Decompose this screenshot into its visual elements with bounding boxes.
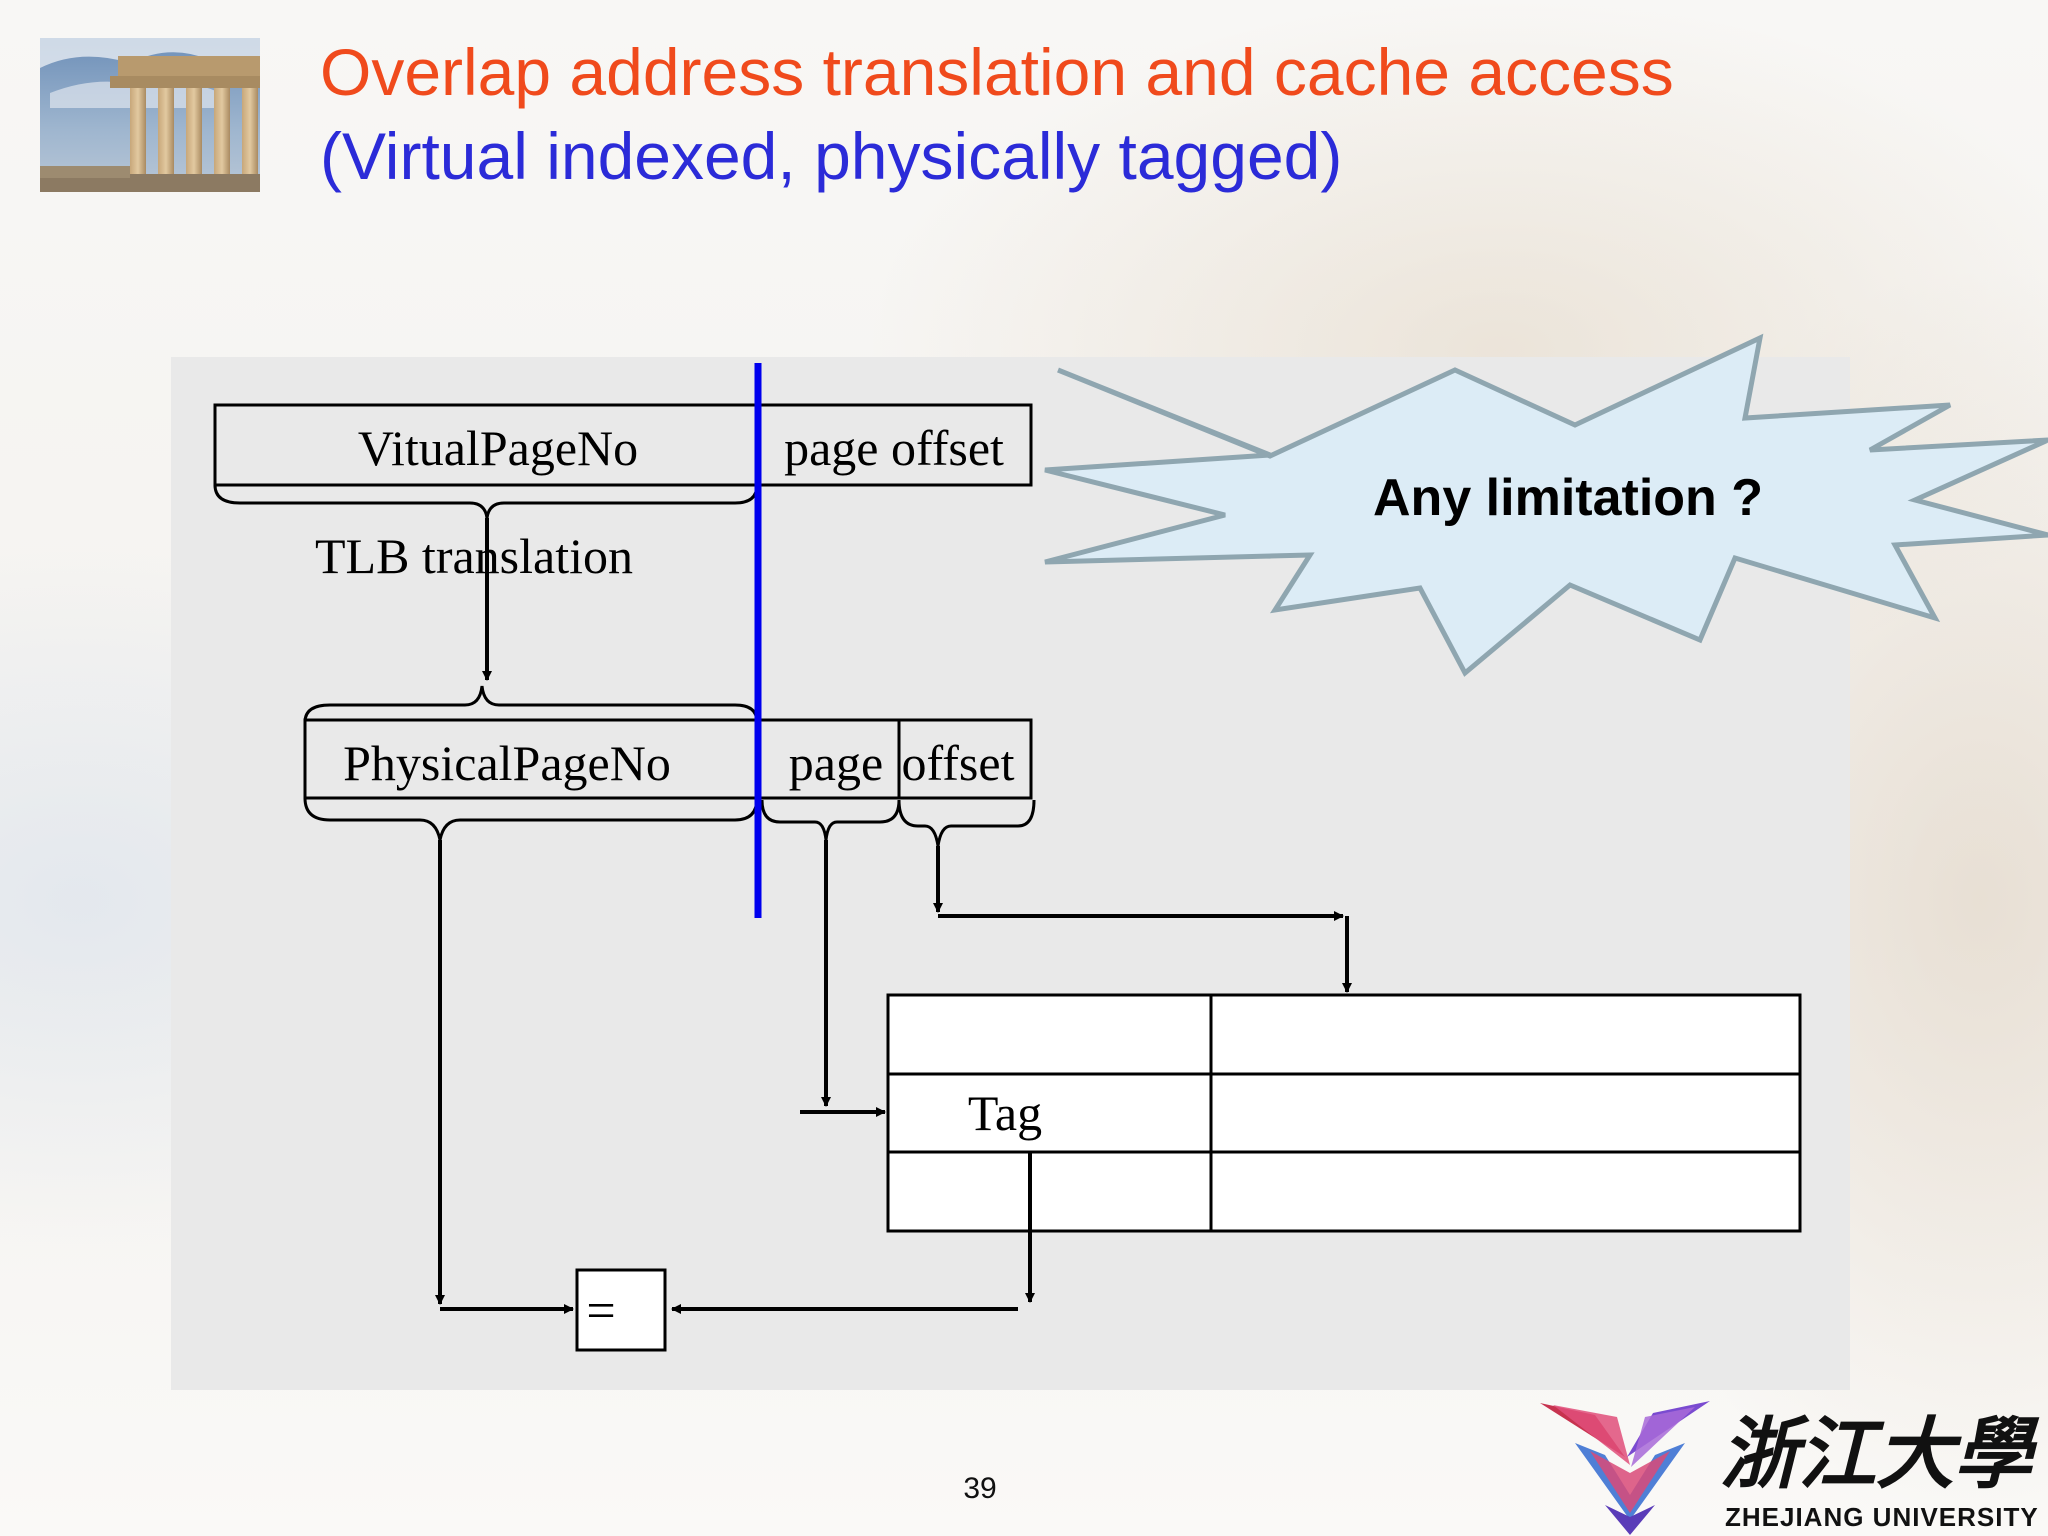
physical-top-brace [303, 685, 759, 723]
tlb-translation-label: TLB translation [315, 528, 633, 584]
title-line-primary: Overlap address translation and cache ac… [320, 35, 1674, 109]
physical-page-brace [760, 799, 901, 841]
physical-page-number-brace [303, 797, 759, 841]
physical-offset-label: offset [902, 735, 1015, 791]
physical-address-box [303, 718, 1033, 800]
page-number: 39 [963, 1472, 997, 1505]
physical-page-number-label: PhysicalPageNo [343, 735, 671, 791]
physical-page-label: page [789, 735, 883, 791]
cache-tag-label: Tag [968, 1085, 1042, 1141]
physical-offset-brace [897, 799, 1036, 847]
virtual-page-offset-label: page offset [784, 420, 1004, 476]
zhejiang-university-logo: 浙江大學 ZHEJIANG UNIVERSITY [1540, 1401, 2040, 1535]
virtual-address-box [213, 403, 1033, 487]
comparator-box [575, 1268, 667, 1352]
callout-text: Any limitation ? [1373, 469, 1763, 527]
logo-chinese-name: 浙江大學 [1720, 1409, 2040, 1500]
title-line-secondary: (Virtual indexed, physically tagged) [320, 119, 1343, 193]
virtual-page-brace [213, 484, 759, 519]
slide-title: Overlap address translation and cache ac… [320, 30, 1674, 198]
comparator-symbol: = [586, 1283, 615, 1340]
university-emblem-icon [1540, 1401, 1710, 1535]
logo-english-name: ZHEJIANG UNIVERSITY [1725, 1502, 2039, 1532]
cache-array [886, 993, 1802, 1233]
virtual-page-number-label: VitualPageNo [358, 420, 638, 476]
parthenon-thumbnail-image [40, 38, 260, 192]
callout-burst [1044, 333, 2048, 677]
